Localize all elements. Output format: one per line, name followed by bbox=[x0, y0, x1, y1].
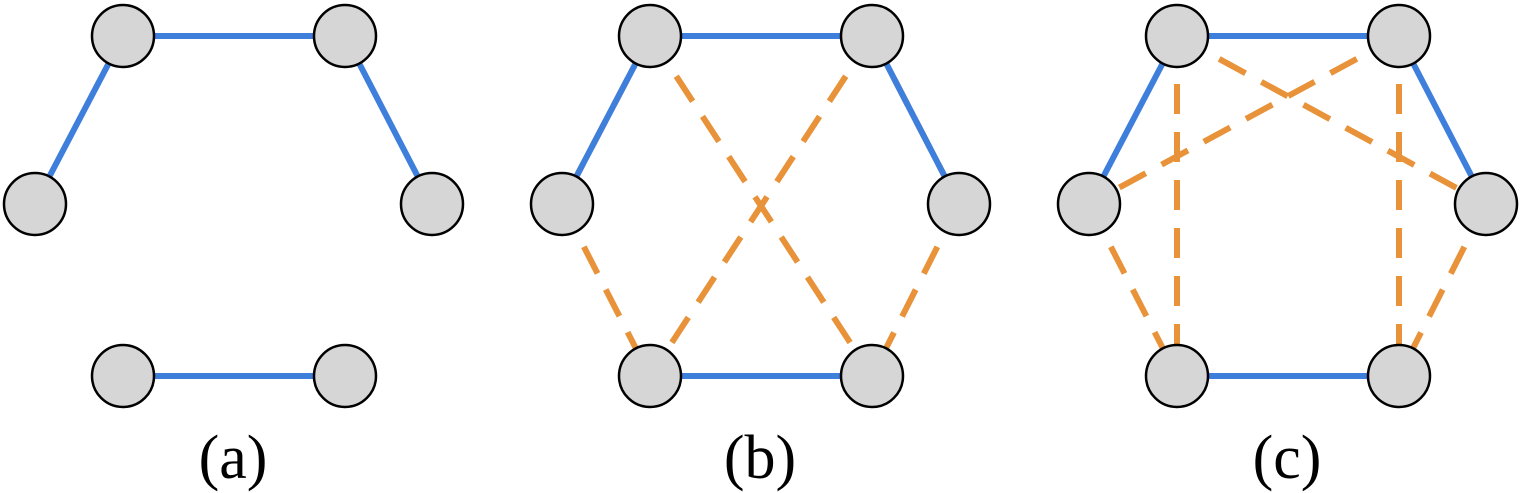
node-right bbox=[926, 171, 992, 237]
node-bottom-left bbox=[90, 343, 156, 409]
dashed-edge-top-left-to-right bbox=[1175, 33, 1488, 207]
node-top-left bbox=[617, 3, 683, 69]
panel-a-label: (a) bbox=[199, 424, 268, 492]
node-bottom-right bbox=[839, 343, 905, 409]
dashed-edge-top-right-to-bottom-left bbox=[647, 34, 875, 378]
node-bottom-right bbox=[312, 343, 378, 409]
node-top-left bbox=[90, 3, 156, 69]
node-left bbox=[2, 171, 68, 237]
panel-a: (a) bbox=[2, 3, 465, 492]
node-top-left bbox=[1144, 3, 1210, 69]
panel-c-label: (c) bbox=[1253, 424, 1322, 492]
panel-c: (c) bbox=[1056, 3, 1519, 492]
panel-b: (b) bbox=[529, 3, 992, 492]
panel-b-label: (b) bbox=[724, 424, 796, 492]
node-top-right bbox=[312, 3, 378, 69]
node-right bbox=[399, 171, 465, 237]
node-top-right bbox=[839, 3, 905, 69]
node-left bbox=[1056, 171, 1122, 237]
node-bottom-left bbox=[1144, 343, 1210, 409]
node-left bbox=[529, 171, 595, 237]
node-bottom-left bbox=[617, 343, 683, 409]
dashed-edge-top-right-to-left bbox=[1087, 33, 1401, 207]
node-top-right bbox=[1366, 3, 1432, 69]
node-right bbox=[1453, 171, 1519, 237]
node-bottom-right bbox=[1366, 343, 1432, 409]
